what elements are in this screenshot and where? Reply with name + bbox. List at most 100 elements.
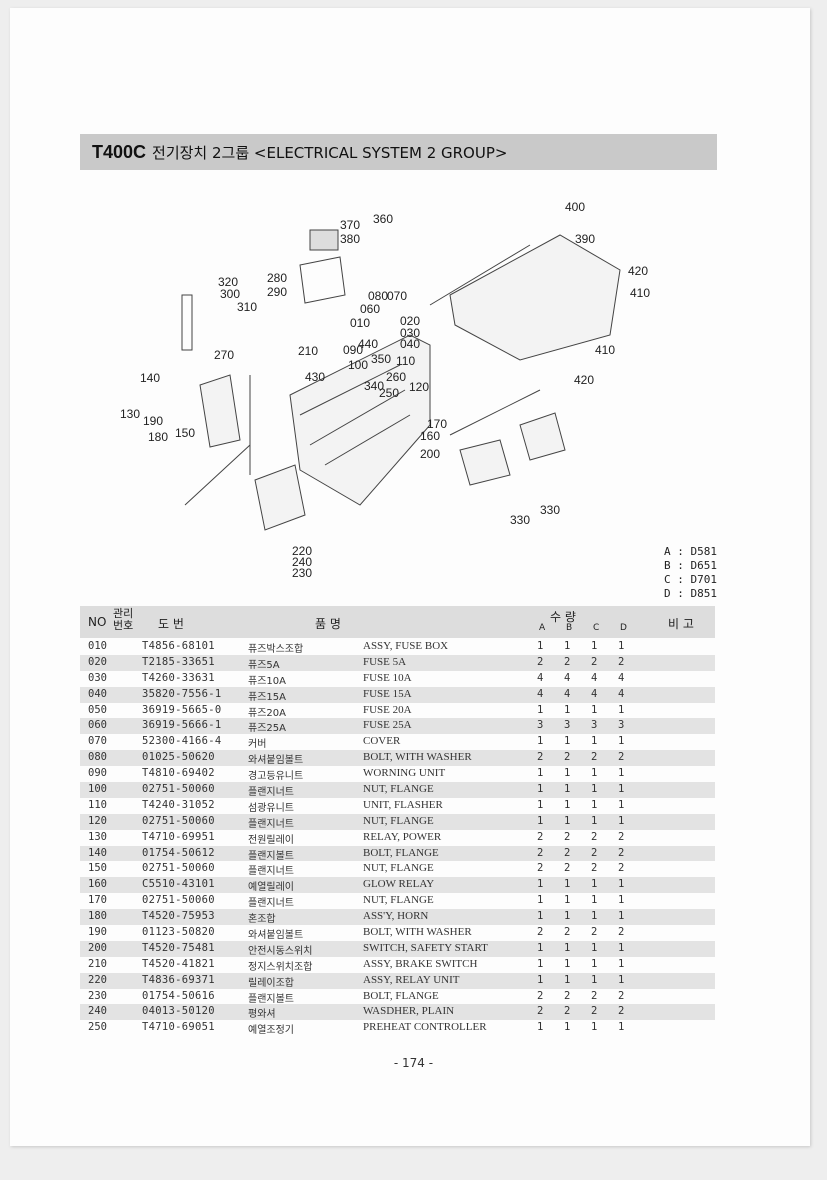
qty-b: 4 [564, 687, 571, 700]
qty-b: 2 [564, 751, 571, 764]
callout-label: 240 [292, 555, 312, 569]
callout-label: 410 [630, 286, 650, 300]
qty-c: 1 [591, 910, 598, 923]
callout-label: 440 [358, 337, 378, 351]
callout-label: 060 [360, 302, 380, 316]
english-name: FUSE 15A [363, 687, 412, 700]
qty-a: 1 [537, 941, 544, 954]
qty-c: 4 [591, 687, 598, 700]
qty-d: 2 [618, 846, 625, 859]
part-number: T4520-75481 [142, 941, 215, 954]
qty-b: 1 [564, 941, 571, 954]
qty-d: 3 [618, 719, 625, 732]
qty-a: 1 [537, 798, 544, 811]
header-col-b: B [566, 623, 573, 633]
qty-b: 1 [564, 703, 571, 716]
part-number: T4240-31052 [142, 798, 215, 811]
korean-name: 퓨즈15A [248, 691, 286, 703]
qty-c: 4 [591, 671, 598, 684]
no: 220 [88, 973, 107, 986]
korean-name: 퓨즈20A [248, 707, 286, 719]
qty-d: 1 [618, 910, 625, 923]
legend-b: B : D651 [664, 559, 717, 572]
korean-name: 퓨즈10A [248, 675, 286, 687]
header-name: 품 명 [315, 617, 341, 631]
header-col-c: C [593, 623, 600, 633]
qty-b: 4 [564, 671, 571, 684]
no: 120 [88, 814, 107, 827]
no: 060 [88, 719, 107, 732]
part-number: 02751-50060 [142, 814, 215, 827]
qty-c: 1 [591, 798, 598, 811]
qty-a: 2 [537, 830, 544, 843]
part-number: C5510-43101 [142, 878, 215, 891]
callout-label: 160 [420, 429, 440, 443]
qty-a: 1 [537, 735, 544, 748]
qty-b: 1 [564, 878, 571, 891]
korean-name: 전원릴레이 [248, 834, 294, 846]
qty-d: 2 [618, 830, 625, 843]
no: 110 [88, 798, 107, 811]
qty-a: 3 [537, 719, 544, 732]
qty-d: 2 [618, 926, 625, 939]
qty-c: 1 [591, 783, 598, 796]
korean-name: 릴레이조합 [248, 977, 294, 989]
no: 210 [88, 957, 107, 970]
qty-a: 2 [537, 989, 544, 1002]
header-no: NO [88, 615, 107, 629]
english-name: FUSE 10A [363, 671, 412, 684]
callout-label: 030 [400, 326, 420, 340]
qty-c: 1 [591, 640, 598, 652]
no: 160 [88, 878, 107, 891]
qty-d: 4 [618, 687, 625, 700]
korean-name: 혼조합 [248, 914, 276, 926]
qty-d: 1 [618, 973, 625, 986]
qty-c: 1 [591, 703, 598, 716]
no: 020 [88, 655, 107, 668]
korean-name: 플랜지너트 [248, 787, 294, 799]
qty-b: 2 [564, 989, 571, 1002]
qty-b: 2 [564, 862, 571, 875]
no: 130 [88, 830, 107, 843]
part-number: T4836-69371 [142, 973, 215, 986]
korean-name: 정지스위치조합 [248, 961, 313, 973]
callout-label: 250 [379, 386, 399, 400]
qty-c: 2 [591, 926, 598, 939]
qty-c: 2 [591, 846, 598, 859]
callout-label: 400 [565, 200, 585, 214]
qty-d: 1 [618, 735, 625, 748]
korean-name: 플랜지볼트 [248, 850, 294, 862]
english-name: UNIT, FLASHER [363, 798, 443, 811]
qty-d: 1 [618, 767, 625, 780]
part-number: 01754-50612 [142, 846, 215, 859]
callout-label: 330 [540, 503, 560, 517]
callout-label: 110 [396, 354, 415, 368]
qty-b: 1 [564, 767, 571, 780]
korean-name: 안전시동스위치 [248, 945, 313, 957]
qty-a: 1 [537, 957, 544, 970]
qty-b: 2 [564, 846, 571, 859]
qty-d: 1 [618, 1021, 625, 1034]
qty-c: 2 [591, 1005, 598, 1018]
qty-a: 4 [537, 671, 544, 684]
qty-b: 1 [564, 640, 571, 652]
callout-label: 330 [510, 513, 530, 527]
qty-b: 2 [564, 926, 571, 939]
qty-a: 2 [537, 846, 544, 859]
no: 100 [88, 783, 107, 796]
english-name: ASSY, BRAKE SWITCH [363, 957, 478, 970]
no: 010 [88, 640, 107, 652]
no: 140 [88, 846, 107, 859]
qty-d: 1 [618, 894, 625, 907]
callout-label: 260 [386, 370, 406, 384]
qty-d: 2 [618, 989, 625, 1002]
part-number: 36919-5665-0 [142, 703, 222, 716]
qty-c: 1 [591, 957, 598, 970]
korean-name: 퓨즈박스조합 [248, 644, 304, 655]
